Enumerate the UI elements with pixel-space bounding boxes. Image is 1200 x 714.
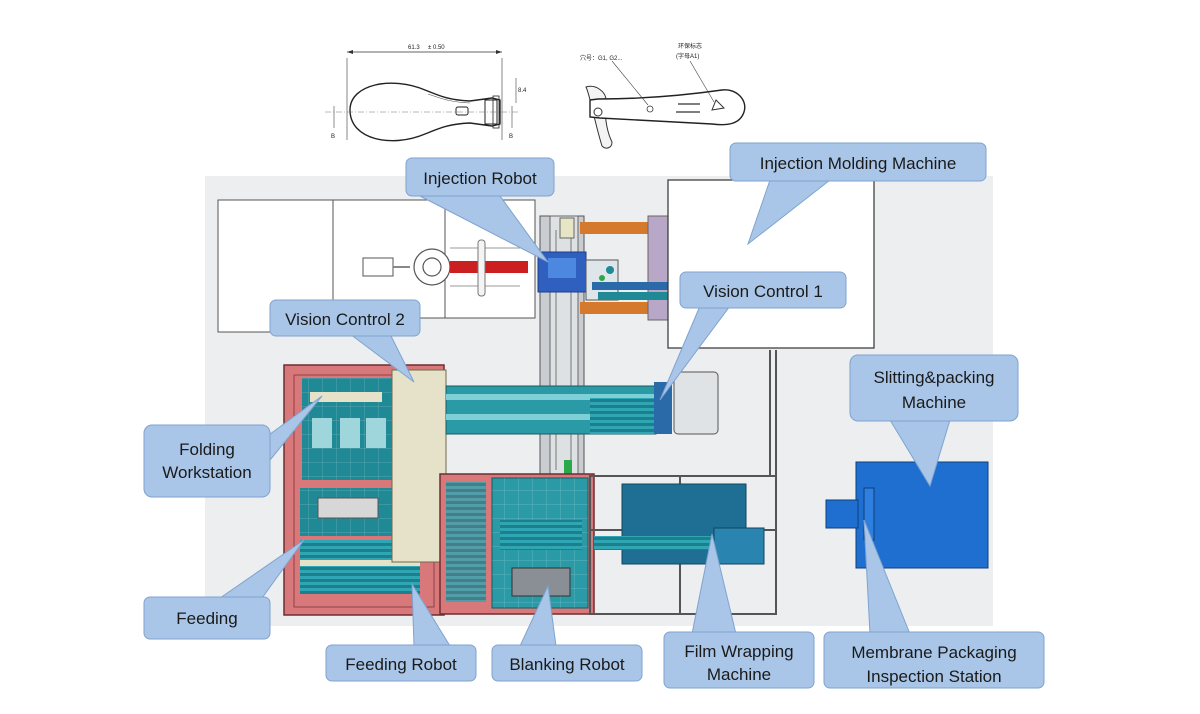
film-wrapping-unit xyxy=(594,483,765,565)
label-injection-robot: Injection Robot xyxy=(423,169,537,188)
spoon-top-view-drawing: 61.3 ± 0.50 B B 8.4 xyxy=(325,45,527,142)
label-feeding: Feeding xyxy=(176,609,237,628)
blanking-frame xyxy=(439,473,595,615)
callout-injection-robot: Injection Robot xyxy=(405,157,555,263)
callout-blanking-robot: Blanking Robot xyxy=(491,584,643,682)
upper-conveyor xyxy=(445,371,719,435)
callout-feeding-robot: Feeding Robot xyxy=(325,582,477,682)
label-membrane-line2: Inspection Station xyxy=(866,667,1001,686)
label-slitting-line2: Machine xyxy=(902,393,966,412)
cavity-number-note: 穴号：G1, G2... xyxy=(580,54,623,62)
callout-vision-control-2: Vision Control 2 xyxy=(269,299,421,383)
injection-screw-red-rod xyxy=(450,261,528,273)
callout-vision-control-1: Vision Control 1 xyxy=(659,271,847,401)
callout-injection-molding-machine: Injection Molding Machine xyxy=(729,142,987,246)
label-vision-control-2: Vision Control 2 xyxy=(285,310,405,329)
label-slitting-line1: Slitting&packing xyxy=(874,368,995,387)
spoon-side-view-drawing: 穴号：G1, G2... 环保标志 (字母A1) xyxy=(580,42,746,149)
spoon-tolerance: ± 0.50 xyxy=(428,45,445,51)
label-injection-molding-machine: Injection Molding Machine xyxy=(760,154,957,173)
callout-folding-workstation: Folding Workstation xyxy=(143,395,323,498)
label-folding-line1: Folding xyxy=(179,440,235,459)
tie-bar-top xyxy=(580,222,650,234)
injection-unit xyxy=(217,199,536,333)
callout-feeding: Feeding xyxy=(143,539,305,640)
callout-film-wrapping: Film Wrapping Machine xyxy=(663,533,815,689)
label-film-wrapping-line2: Machine xyxy=(707,665,771,684)
section-mark-left: B xyxy=(331,134,335,140)
callout-slitting-packing: Slitting&packing Machine xyxy=(849,354,1019,488)
callout-membrane-packaging: Membrane Packaging Inspection Station xyxy=(823,519,1045,689)
slitting-machine-block xyxy=(825,461,989,569)
khaki-plate xyxy=(391,369,447,563)
tie-bar-bottom xyxy=(580,302,650,314)
label-folding-line2: Workstation xyxy=(162,463,251,482)
eco-mark-letter-note: (字母A1) xyxy=(676,52,699,60)
label-feeding-robot: Feeding Robot xyxy=(345,655,457,674)
eco-mark-note: 环保标志 xyxy=(678,42,702,50)
handle-width-dimension: 8.4 xyxy=(518,88,527,94)
section-mark-right: B xyxy=(509,134,513,140)
label-membrane-line1: Membrane Packaging xyxy=(851,643,1016,662)
label-vision-control-1: Vision Control 1 xyxy=(703,282,823,301)
platen xyxy=(647,215,671,321)
spoon-length-dimension: 61.3 xyxy=(408,45,420,51)
label-blanking-robot: Blanking Robot xyxy=(509,655,625,674)
label-film-wrapping-line1: Film Wrapping xyxy=(684,642,793,661)
